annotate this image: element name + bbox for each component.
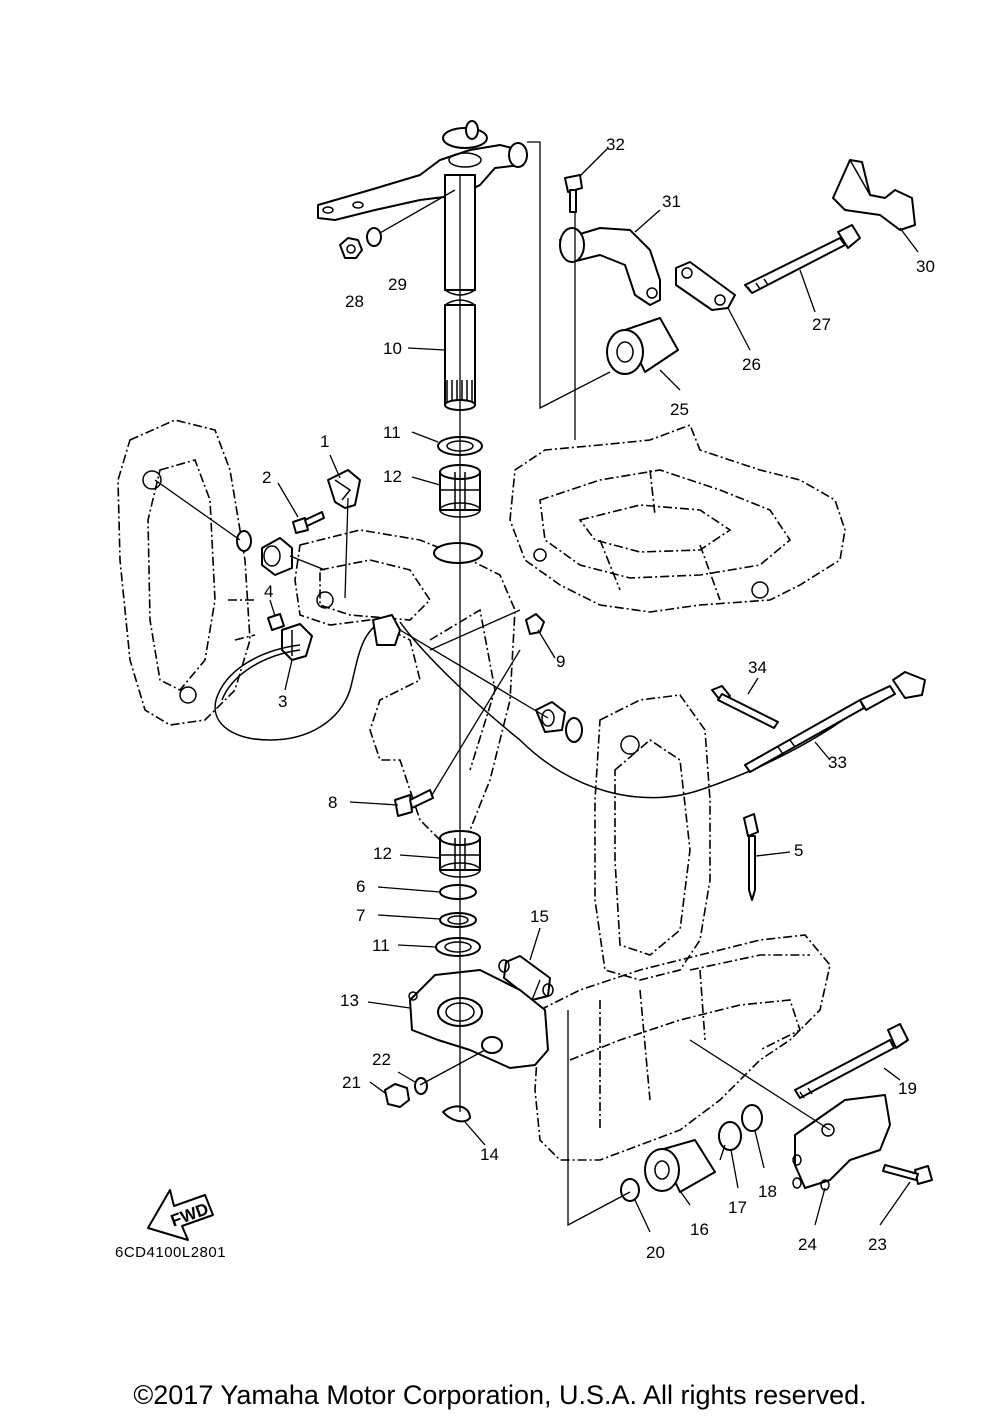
callout-29: 29: [388, 275, 407, 294]
grommet-15: [498, 955, 554, 1001]
swivel-top-bore: [433, 542, 483, 564]
callout-3: 3: [278, 692, 287, 711]
washer-20: [620, 1178, 640, 1202]
clamp-bracket-outline: [117, 419, 256, 726]
clip-14: [442, 1105, 471, 1123]
upper-casing-outline: [509, 423, 846, 613]
leader-lines: [269, 147, 919, 1233]
parts-diagram: FWD: [117, 120, 935, 1262]
trim-sensor-cable-33: [744, 671, 926, 773]
stopper-30: [832, 159, 916, 231]
callout-24: 24: [798, 1235, 817, 1254]
bolt-27: [744, 224, 861, 294]
callout-32: 32: [606, 135, 625, 154]
bracket-24: [792, 1094, 891, 1191]
bolt-8: [394, 789, 434, 817]
grease-hose: [214, 619, 386, 741]
callout-27: 27: [812, 315, 831, 334]
callout-labels: 1 2 3 4 5 6 7 8 9 10 11 11 12 12 13 14 1…: [262, 135, 935, 1262]
clamp-bracket-right-outline: [594, 694, 711, 981]
callout-1: 1: [320, 432, 329, 451]
washer-22: [414, 1077, 428, 1095]
callout-7: 7: [356, 906, 365, 925]
fwd-label: FWD: [168, 1199, 211, 1230]
steering-arm: [317, 120, 528, 221]
washer-29: [366, 227, 382, 247]
bolt-19: [794, 1023, 909, 1099]
hose-clamp-3: [281, 623, 313, 661]
callout-21: 21: [342, 1073, 361, 1092]
washer-11-lower: [435, 937, 481, 957]
grease-fitting-right: [535, 701, 566, 733]
callout-25: 25: [670, 400, 689, 419]
o-ring-6: [439, 884, 477, 900]
washer-7: [439, 912, 477, 928]
callout-2: 2: [262, 468, 271, 487]
copyright-notice: ©2017 Yamaha Motor Corporation, U.S.A. A…: [133, 1380, 867, 1410]
callout-18: 18: [758, 1182, 777, 1201]
callout-31: 31: [662, 192, 681, 211]
washer-left: [236, 530, 252, 552]
nut-28: [339, 237, 363, 259]
callout-17: 17: [728, 1198, 747, 1217]
washer-17: [718, 1121, 742, 1151]
fwd-arrow-icon: FWD: [147, 1189, 214, 1241]
callout-13: 13: [340, 991, 359, 1010]
callout-33: 33: [828, 753, 847, 772]
screw-4: [267, 613, 285, 631]
cable-tie-34: [711, 685, 779, 729]
callout-4: 4: [264, 582, 273, 601]
callout-5: 5: [794, 841, 803, 860]
callout-8: 8: [328, 793, 337, 812]
washer-18: [741, 1104, 763, 1132]
callout-10: 10: [383, 339, 402, 358]
callout-11-upper: 11: [383, 423, 401, 442]
drawing-code: 6CD4100L2801: [115, 1244, 227, 1261]
callout-28: 28: [345, 292, 364, 311]
cable-tie-5: [743, 813, 759, 901]
mount-rubber-16: [644, 1139, 716, 1193]
lead-wire: [399, 621, 871, 799]
grease-nipple-9: [525, 613, 545, 635]
callout-6: 6: [356, 877, 365, 896]
bolt-23: [882, 1164, 933, 1185]
callout-19: 19: [898, 1079, 917, 1098]
nut-21: [384, 1083, 410, 1108]
callout-11-lower: 11: [372, 936, 390, 955]
callout-16: 16: [690, 1220, 709, 1239]
grease-nipple-left: [261, 537, 293, 576]
callout-14: 14: [480, 1145, 499, 1164]
mount-rubber-25: [606, 317, 679, 375]
callout-12-upper: 12: [383, 467, 402, 486]
callout-23: 23: [868, 1235, 887, 1254]
lower-casing-outline: [534, 934, 831, 1161]
callout-20: 20: [646, 1243, 665, 1262]
bracket-31: [559, 227, 661, 306]
callout-22: 22: [372, 1050, 391, 1069]
reference-lines: [154, 141, 831, 1227]
callout-12-lower: 12: [373, 844, 392, 863]
fitting: [372, 614, 401, 646]
washer-right: [565, 717, 583, 743]
callout-9: 9: [556, 652, 565, 671]
plate-26: [675, 261, 736, 311]
bolt-32: [564, 174, 583, 213]
bolt-2: [292, 511, 325, 534]
callout-30: 30: [916, 257, 935, 276]
callout-26: 26: [742, 355, 761, 374]
clip-1: [327, 469, 361, 509]
swivel-bracket-outline: [294, 529, 516, 847]
callout-15: 15: [530, 907, 549, 926]
callout-34: 34: [748, 658, 767, 677]
